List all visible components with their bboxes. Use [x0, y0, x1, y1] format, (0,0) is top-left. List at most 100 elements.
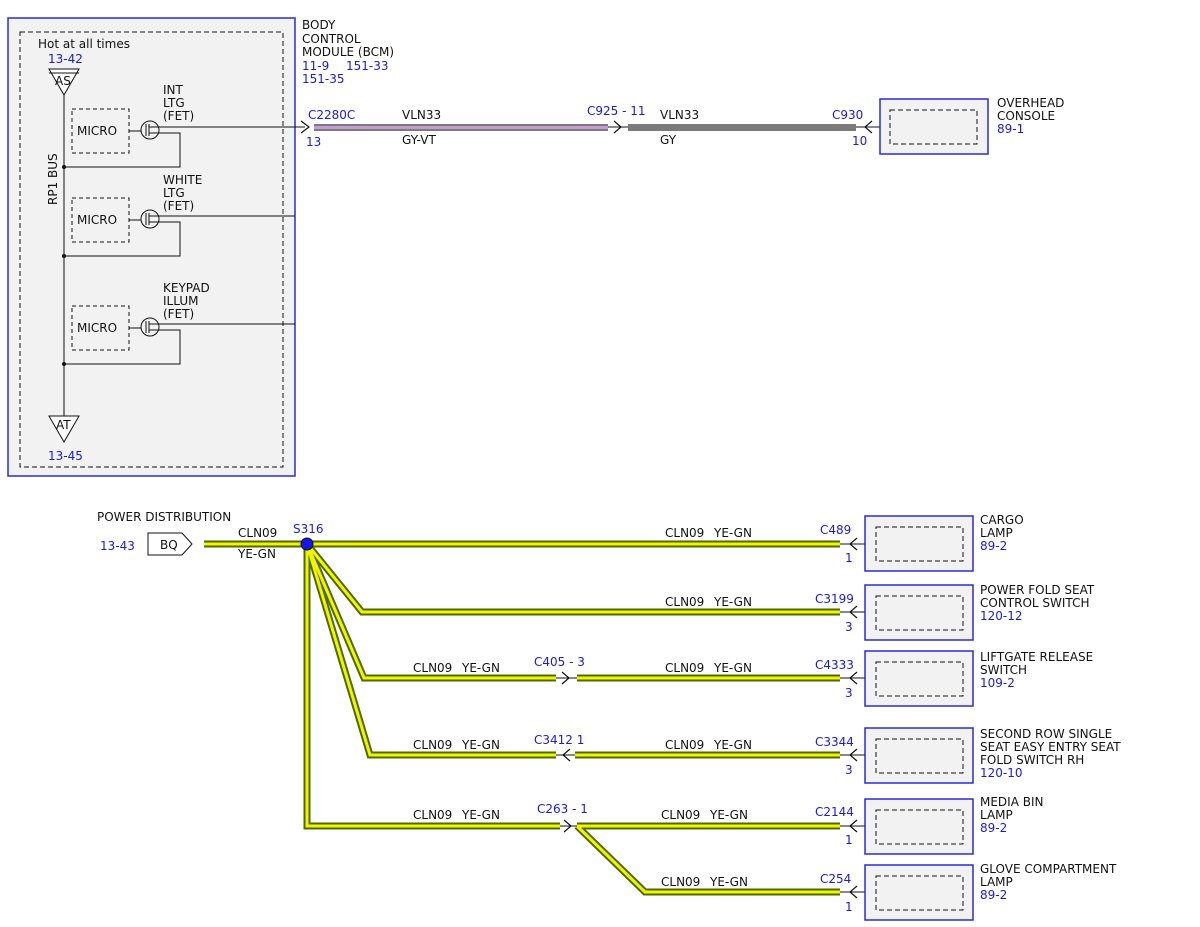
bq-connector-label: BQ [160, 538, 178, 552]
media-bin-label-1: MEDIA BIN [980, 795, 1044, 809]
bcm-ref-2[interactable]: 151-33 [346, 59, 389, 73]
bcm-bottom-symbol-label: AT [56, 418, 71, 432]
bcm-ref-3[interactable]: 151-35 [302, 72, 345, 86]
fet-int-label-2: LTG [163, 96, 185, 110]
media-bin-label-2: LAMP [980, 808, 1013, 822]
power-fold-wire-circuit: CLN09 [665, 595, 704, 609]
wire-vln33-gy-circuit-label: VLN33 [660, 108, 699, 122]
liftgate-switch-device[interactable] [864, 650, 974, 707]
power-fold-ref[interactable]: 120-12 [980, 609, 1023, 623]
glove-wire-circuit: CLN09 [661, 875, 700, 889]
c405-inline-connector[interactable]: C405 - 3 [534, 655, 585, 669]
ye-gn-harness[interactable] [204, 540, 840, 896]
power-fold-switch-device[interactable] [864, 584, 974, 641]
cargo-wire-color: YE-GN [713, 526, 752, 540]
second-row-label-2: SEAT EASY ENTRY SEAT [980, 740, 1121, 754]
liftgate-label-2: SWITCH [980, 663, 1027, 677]
s316-splice-label[interactable]: S316 [293, 522, 324, 536]
bcm-ref-1[interactable]: 11-9 [302, 59, 329, 73]
liftgate-left-circuit: CLN09 [413, 661, 452, 675]
overhead-console-ref[interactable]: 89-1 [997, 122, 1024, 136]
fet-keypad-label-1: KEYPAD [163, 281, 210, 295]
second-row-ref[interactable]: 120-10 [980, 766, 1023, 780]
glove-connector[interactable]: C254 [820, 872, 851, 886]
fet-int-label-3: (FET) [163, 109, 194, 123]
wire-vln33-color-label: GY-VT [402, 133, 436, 147]
c2280c-connector-chevron [300, 120, 310, 134]
c925-inline-connector[interactable]: C925 - 11 [587, 104, 646, 118]
wire-branch-power-fold [304, 541, 840, 616]
media-connector[interactable]: C2144 [815, 805, 854, 819]
bcm-module[interactable] [7, 17, 296, 477]
overhead-console-device[interactable] [879, 98, 989, 155]
media-bin-ref[interactable]: 89-2 [980, 821, 1007, 835]
second-row-connector[interactable]: C3344 [815, 735, 854, 749]
glove-ref[interactable]: 89-2 [980, 888, 1007, 902]
power-distribution-title: POWER DISTRIBUTION [97, 510, 231, 524]
power-fold-label-1: POWER FOLD SEAT [980, 583, 1095, 597]
media-left-circuit: CLN09 [413, 808, 452, 822]
second-row-left-circuit: CLN09 [413, 738, 452, 752]
fet-white-ltg: MICRO WHITE LTG (FET) [62, 173, 295, 258]
micro-label: MICRO [77, 321, 117, 335]
liftgate-label-1: LIFTGATE RELEASE [980, 650, 1093, 664]
bq-connector-symbol [147, 532, 193, 556]
cargo-lamp-ref[interactable]: 89-2 [980, 539, 1007, 553]
fet-white-label-1: WHITE [163, 173, 202, 187]
fet-white-label-2: LTG [163, 186, 185, 200]
second-row-label-3: FOLD SWITCH RH [980, 753, 1084, 767]
glove-label-1: GLOVE COMPARTMENT [980, 862, 1117, 876]
hot-at-all-times-label: Hot at all times [38, 37, 130, 51]
cargo-lamp-device[interactable] [864, 515, 974, 572]
wire-branch-second-row-a [303, 542, 556, 759]
bcm-top-bus-symbol [48, 68, 80, 97]
media-left-color: YE-GN [461, 808, 500, 822]
fet-white-label-3: (FET) [163, 199, 194, 213]
fet-keypad-label-2: ILLUM [163, 294, 198, 308]
cargo-connector[interactable]: C489 [820, 523, 851, 537]
second-row-pin: 3 [845, 763, 853, 777]
c263-inline-connector[interactable]: C263 - 1 [537, 802, 588, 816]
glove-lamp-device[interactable] [864, 864, 974, 921]
liftgate-right-color: YE-GN [713, 661, 752, 675]
liftgate-right-circuit: CLN09 [665, 661, 704, 675]
bcm-bottom-ref[interactable]: 13-45 [48, 449, 83, 463]
second-row-switch-device[interactable] [864, 727, 974, 784]
bcm-title-2: CONTROL [302, 32, 361, 46]
media-right-circuit: CLN09 [661, 808, 700, 822]
power-fold-pin: 3 [845, 620, 853, 634]
wire-vln33-gy-vt[interactable] [314, 124, 608, 131]
c2280c-pin: 13 [306, 135, 321, 149]
wire-vln33-circuit-label: VLN33 [402, 108, 441, 122]
fet-keypad-illum: MICRO KEYPAD ILLUM (FET) [62, 281, 295, 366]
c3412-inline-connector[interactable]: C3412 1 [534, 733, 584, 747]
cargo-lamp-label-2: LAMP [980, 526, 1013, 540]
media-bin-lamp-device[interactable] [864, 798, 974, 855]
fet-int-ltg: MICRO INT LTG (FET) [62, 83, 305, 169]
wire-vln33-gy[interactable] [628, 124, 856, 131]
liftgate-connector[interactable]: C4333 [815, 658, 854, 672]
glove-pin: 1 [845, 900, 853, 914]
micro-label: MICRO [77, 213, 117, 227]
bcm-top-symbol-label: AS [55, 74, 71, 88]
rp1-bus-label: RP1 BUS [46, 153, 60, 205]
c2280c-connector-name[interactable]: C2280C [308, 108, 355, 122]
s316-splice[interactable] [300, 537, 314, 551]
bcm-title-1: BODY [302, 18, 336, 32]
overhead-console-label-2: CONSOLE [997, 109, 1055, 123]
power-distribution-ref[interactable]: 13-43 [100, 539, 135, 553]
power-fold-label-2: CONTROL SWITCH [980, 596, 1089, 610]
power-fold-wire-color: YE-GN [713, 595, 752, 609]
cargo-wire-circuit: CLN09 [665, 526, 704, 540]
bcm-top-ref[interactable]: 13-42 [48, 52, 83, 66]
liftgate-ref[interactable]: 109-2 [980, 676, 1015, 690]
second-row-label-1: SECOND ROW SINGLE [980, 727, 1112, 741]
micro-label: MICRO [77, 124, 117, 138]
wire-vln33-gy-color-label: GY [660, 133, 677, 147]
cargo-lamp-label-1: CARGO [980, 513, 1024, 527]
bcm-bottom-bus-symbol [48, 415, 80, 444]
power-fold-connector[interactable]: C3199 [815, 592, 854, 606]
cargo-pin: 1 [845, 551, 853, 565]
c930-connector-name[interactable]: C930 [832, 108, 863, 122]
